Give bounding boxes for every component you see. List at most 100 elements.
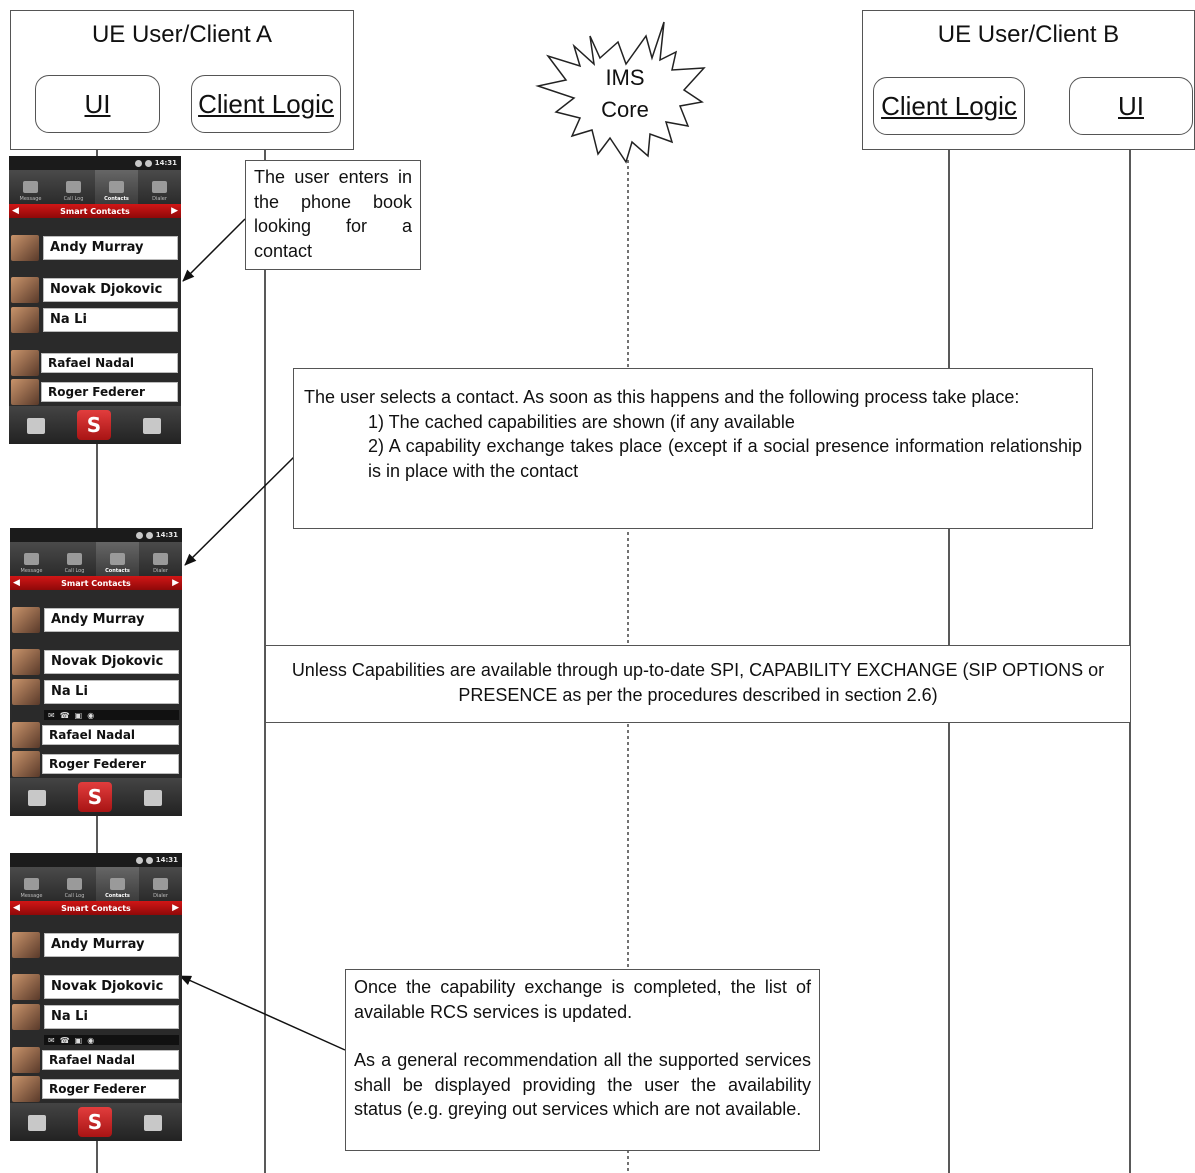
contact-card-icon[interactable] — [144, 1115, 162, 1131]
video-icon[interactable]: ▣ — [74, 710, 83, 720]
call-log-icon — [67, 553, 82, 565]
phone-tab-calllog[interactable]: Call Log — [53, 542, 96, 576]
phone-tab-dialer[interactable]: Dialer — [139, 867, 182, 901]
phone-tab-calllog[interactable]: Call Log — [53, 867, 96, 901]
phone-tab-bar: Message Call Log Contacts Dialer — [10, 867, 182, 901]
contact-row[interactable]: Andy Murray — [9, 234, 181, 262]
contact-row[interactable]: Na Li — [10, 1003, 182, 1031]
phone-tab-message[interactable]: Message — [10, 867, 53, 901]
phone-tab-contacts[interactable]: Contacts — [96, 542, 139, 576]
avatar — [12, 932, 40, 958]
chevron-right-icon[interactable]: ▶ — [172, 577, 179, 588]
note-enter-text: The user enters in the phone book lookin… — [254, 167, 412, 261]
avatar — [12, 649, 40, 675]
note-completed-text: Once the capability exchange is complete… — [354, 977, 811, 1022]
client-b-logic-box: Client Logic — [873, 77, 1025, 135]
message-icon — [24, 553, 39, 565]
phone-tab-dialer[interactable]: Dialer — [138, 170, 181, 204]
note-capability-exchange: Unless Capabilities are available throug… — [265, 645, 1131, 723]
contact-row[interactable]: Roger Federer — [9, 378, 181, 406]
contact-row[interactable]: Rafael Nadal — [10, 1046, 182, 1074]
phone-bottom-bar: S — [9, 406, 181, 444]
avatar — [11, 379, 39, 405]
message-icon — [24, 878, 39, 890]
message-icon — [23, 181, 38, 193]
client-a-logic-box: Client Logic — [191, 75, 341, 133]
app-logo-icon[interactable]: S — [78, 1107, 112, 1137]
phone-tab-message[interactable]: Message — [10, 542, 53, 576]
arrow-enter-to-phone — [182, 218, 246, 282]
avatar — [12, 974, 40, 1000]
phone-header-bar: ◀Smart Contacts▶ — [10, 901, 182, 915]
contact-row[interactable]: Na Li — [9, 306, 181, 334]
avatar — [12, 751, 40, 777]
contact-row[interactable]: Novak Djokovic — [10, 648, 182, 676]
chevron-right-icon[interactable]: ▶ — [171, 205, 178, 216]
phone-tab-contacts[interactable]: Contacts — [96, 867, 139, 901]
client-a-title: UE User/Client A — [91, 21, 273, 48]
note-recommendation-text: As a general recommendation all the supp… — [354, 1050, 811, 1119]
avatar — [11, 277, 39, 303]
note-select-intro: The user selects a contact. As soon as t… — [304, 387, 1020, 407]
chevron-left-icon[interactable]: ◀ — [12, 205, 19, 216]
phone-bottom-bar: S — [10, 778, 182, 816]
avatar — [12, 1004, 40, 1030]
contact-card-icon[interactable] — [28, 1115, 46, 1131]
avatar — [12, 722, 40, 748]
contact-row[interactable]: Novak Djokovic — [9, 276, 181, 304]
contact-card-icon[interactable] — [27, 418, 45, 434]
contacts-icon — [110, 878, 125, 890]
arrow-select-to-phone — [184, 455, 296, 566]
avatar — [12, 679, 40, 705]
phone-tab-contacts[interactable]: Contacts — [95, 170, 138, 204]
phone-status-bar: 14:31 — [10, 528, 182, 542]
contact-row[interactable]: Andy Murray — [10, 931, 182, 959]
contact-card-icon[interactable] — [144, 790, 162, 806]
contact-row[interactable]: Andy Murray — [10, 606, 182, 634]
phone-tab-calllog[interactable]: Call Log — [52, 170, 95, 204]
share-icon[interactable]: ◉ — [87, 710, 95, 720]
share-icon[interactable]: ◉ — [87, 1035, 95, 1045]
app-logo-icon[interactable]: S — [78, 782, 112, 812]
note-enter-phonebook: The user enters in the phone book lookin… — [245, 160, 421, 270]
video-icon[interactable]: ▣ — [74, 1035, 83, 1045]
avatar — [11, 307, 39, 333]
chevron-left-icon[interactable]: ◀ — [13, 902, 20, 913]
contact-row[interactable]: Na Li — [10, 678, 182, 706]
note-exchange-completed: Once the capability exchange is complete… — [345, 969, 820, 1151]
avatar — [11, 235, 39, 261]
phone-tab-bar: Message Call Log Contacts Dialer — [10, 542, 182, 576]
contact-row[interactable]: Rafael Nadal — [9, 349, 181, 377]
call-log-icon — [66, 181, 81, 193]
contact-row[interactable]: Rafael Nadal — [10, 721, 182, 749]
call-icon[interactable]: ☎ — [59, 710, 70, 720]
phone-time: 14:31 — [154, 159, 177, 167]
dialer-icon — [153, 553, 168, 565]
avatar — [11, 350, 39, 376]
chat-icon[interactable]: ✉ — [48, 1035, 55, 1045]
client-a-header: UE User/Client A UI Client Logic — [10, 10, 354, 150]
call-log-icon — [67, 878, 82, 890]
chevron-left-icon[interactable]: ◀ — [13, 577, 20, 588]
contact-row[interactable]: Novak Djokovic — [10, 973, 182, 1001]
contact-card-icon[interactable] — [143, 418, 161, 434]
phone-tab-message[interactable]: Message — [9, 170, 52, 204]
phone-tab-dialer[interactable]: Dialer — [139, 542, 182, 576]
client-a-ui-box: UI — [35, 75, 160, 133]
chat-icon[interactable]: ✉ — [48, 710, 55, 720]
ims-core-line1: IMS — [605, 65, 645, 90]
contact-card-icon[interactable] — [28, 790, 46, 806]
phone-screen-2: 14:31 Message Call Log Contacts Dialer ◀… — [10, 528, 182, 816]
ims-core-burst-shape — [535, 21, 706, 164]
call-icon[interactable]: ☎ — [59, 1035, 70, 1045]
app-logo-icon[interactable]: S — [77, 410, 111, 440]
note-select-contact: The user selects a contact. As soon as t… — [293, 368, 1093, 529]
arrow-completed-to-phone — [179, 975, 346, 1051]
phone-tab-bar: Message Call Log Contacts Dialer — [9, 170, 181, 204]
client-b-header: UE User/Client B Client Logic UI — [862, 10, 1195, 150]
contact-row[interactable]: Roger Federer — [10, 1075, 182, 1103]
contacts-icon — [110, 553, 125, 565]
ims-core-line2: Core — [601, 97, 649, 122]
contact-row[interactable]: Roger Federer — [10, 750, 182, 778]
chevron-right-icon[interactable]: ▶ — [172, 902, 179, 913]
